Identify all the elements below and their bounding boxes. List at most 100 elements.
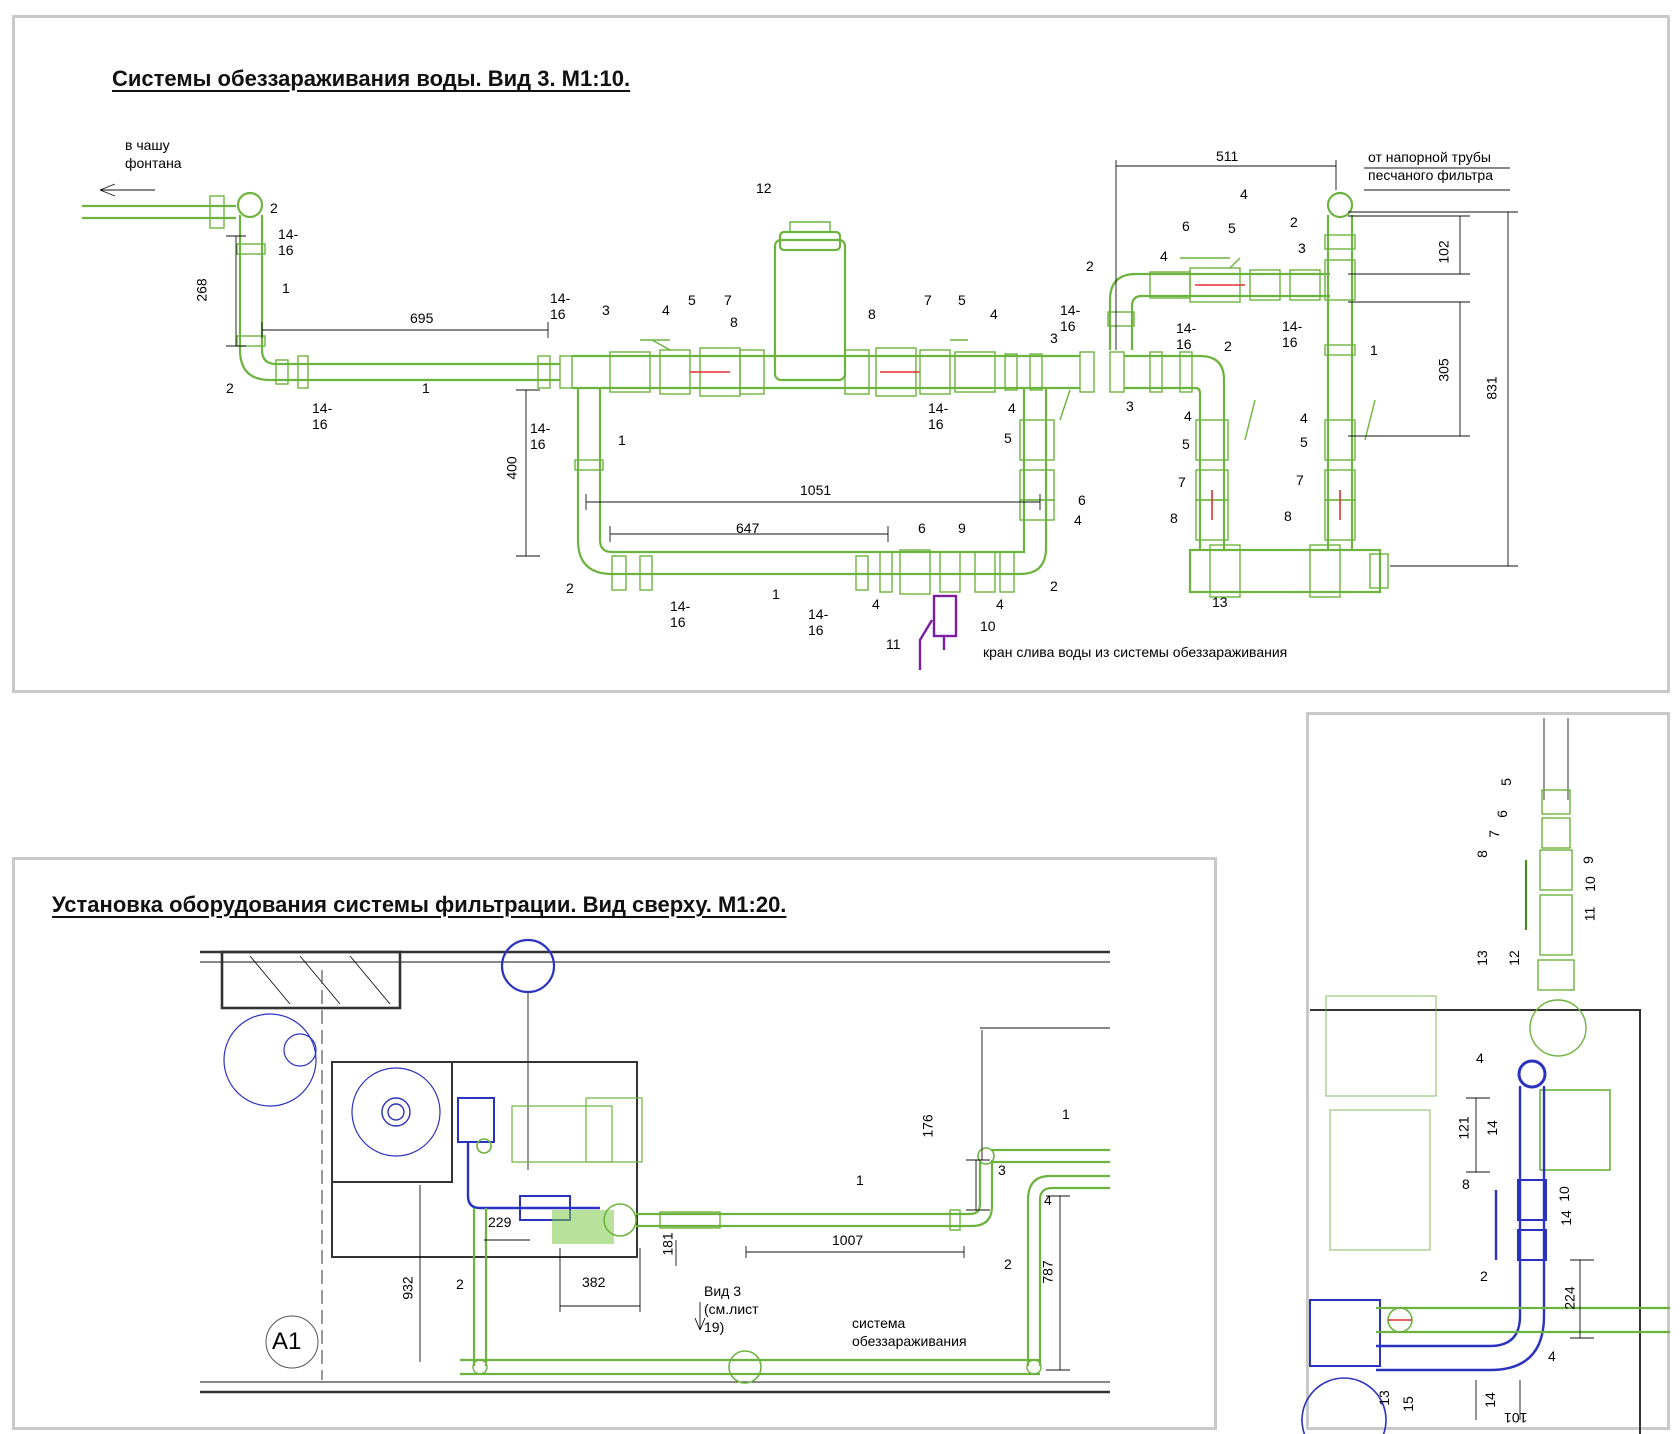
dim-511: 511 xyxy=(1216,148,1239,164)
label: 14-16 xyxy=(312,400,333,432)
label: 14-16 xyxy=(1282,318,1303,350)
label: 1 xyxy=(618,432,626,448)
label: 5 xyxy=(1300,434,1308,450)
label: 10 xyxy=(1555,1186,1572,1202)
label: 5 xyxy=(1182,436,1190,452)
label: 14-16 xyxy=(670,598,691,630)
label: 4 xyxy=(1160,248,1168,264)
label: 2 xyxy=(1480,1268,1488,1284)
note-system: система обеззараживания xyxy=(852,1314,967,1350)
note-fountain-line1: в чашу xyxy=(125,137,170,153)
label: 4 xyxy=(990,306,998,322)
label: 1 xyxy=(282,280,290,296)
label: 4 xyxy=(1008,400,1016,416)
label: 8 xyxy=(1284,508,1292,524)
label: 12 xyxy=(1505,950,1522,966)
label: 8 xyxy=(730,314,738,330)
label: 9 xyxy=(1579,856,1596,864)
dim-1051: 1051 xyxy=(800,482,832,498)
label: 2 xyxy=(1004,1256,1012,1272)
dim-101: 101 xyxy=(1504,1410,1528,1426)
label: 14-16 xyxy=(530,420,551,452)
label: 5 xyxy=(1004,430,1012,446)
view-ref-line1: Вид 3 xyxy=(704,1283,742,1299)
label: 10 xyxy=(1581,876,1598,892)
view3-title: Системы обеззараживания воды. Вид 3. М1:… xyxy=(112,66,631,91)
label: 6 xyxy=(918,520,926,536)
label: 7 xyxy=(1485,830,1502,838)
label: 5 xyxy=(1228,220,1236,236)
label: 7 xyxy=(1296,472,1304,488)
label: 2 xyxy=(1224,338,1232,354)
note-sand-filter-line1: от напорной трубы xyxy=(1368,149,1491,165)
note-fountain-line2: фонтана xyxy=(125,155,182,171)
dim-647: 647 xyxy=(736,520,760,536)
dim-121: 121 xyxy=(1455,1116,1472,1140)
label: 1 xyxy=(1062,1106,1070,1122)
note-system-line2: обеззараживания xyxy=(852,1333,967,1349)
label: 1 xyxy=(856,1172,864,1188)
label: 13 xyxy=(1212,594,1228,610)
label: 4 xyxy=(1476,1050,1484,1066)
label: 5 xyxy=(688,292,696,308)
label: 3 xyxy=(1298,240,1306,256)
label: 2 xyxy=(1086,258,1094,274)
label: 1 xyxy=(1370,342,1378,358)
label: 14-16 xyxy=(550,290,571,322)
label: 4 xyxy=(1240,186,1248,202)
label: 2 xyxy=(226,380,234,396)
label: 13 xyxy=(1375,1390,1392,1406)
view-ref: Вид 3 (см.лист 19) xyxy=(704,1282,759,1336)
label: 2 xyxy=(566,580,574,596)
label: 14-16 xyxy=(1060,302,1081,334)
label: 14-16 xyxy=(808,606,829,638)
label: 4 xyxy=(872,596,880,612)
note-drain: кран слива воды из системы обеззараживан… xyxy=(983,644,1288,660)
label: 13 xyxy=(1473,950,1490,966)
label: 14-16 xyxy=(278,226,299,258)
dim-382: 382 xyxy=(582,1274,606,1290)
note-system-line1: система xyxy=(852,1315,906,1331)
label: 2 xyxy=(1050,578,1058,594)
view-ref-line2: (см.лист 19) xyxy=(704,1301,759,1335)
label: 7 xyxy=(924,292,932,308)
label: 6 xyxy=(1078,492,1086,508)
label: 2 xyxy=(456,1276,464,1292)
dim-1007: 1007 xyxy=(832,1232,864,1248)
label: 4 xyxy=(1044,1192,1052,1208)
view3-panel xyxy=(12,15,1670,693)
label: 6 xyxy=(1182,218,1190,234)
label: 4 xyxy=(1300,410,1308,426)
label: 11 xyxy=(1581,906,1598,922)
label: 1 xyxy=(422,380,430,396)
label: 14 xyxy=(1557,1210,1574,1226)
label: 14 xyxy=(1481,1392,1498,1408)
label: 6 xyxy=(1493,810,1510,818)
view3-drawing xyxy=(82,160,1518,670)
label: 7 xyxy=(1178,474,1186,490)
label: 4 xyxy=(1184,408,1192,424)
note-sand-filter-line2: песчаного фильтра xyxy=(1368,167,1493,183)
dim-229: 229 xyxy=(488,1214,512,1230)
label: 4 xyxy=(1074,512,1082,528)
dim-695: 695 xyxy=(410,310,434,326)
label: 14 xyxy=(1483,1120,1500,1136)
axis-label: А1 xyxy=(272,1328,302,1355)
label: 4 xyxy=(996,596,1004,612)
label: 14-16 xyxy=(1176,320,1197,352)
label: 10 xyxy=(980,618,996,634)
label: 3 xyxy=(602,302,610,318)
label: 8 xyxy=(868,306,876,322)
label: 8 xyxy=(1462,1176,1470,1192)
dim-224: 224 xyxy=(1561,1286,1578,1310)
label: 12 xyxy=(756,180,772,196)
label: 4 xyxy=(662,302,670,318)
label: 5 xyxy=(1497,778,1514,786)
note-sand-filter: от напорной трубы песчаного фильтра xyxy=(1368,148,1493,184)
label: 3 xyxy=(998,1162,1006,1178)
label: 8 xyxy=(1473,850,1490,858)
label: 11 xyxy=(886,636,901,652)
side-view-panel xyxy=(1306,712,1670,1430)
